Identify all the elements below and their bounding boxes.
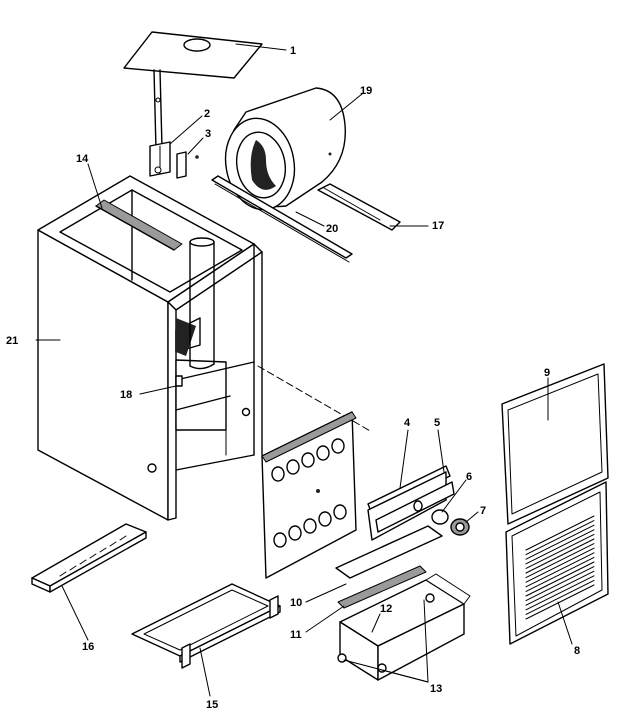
callout-15: 15 xyxy=(206,699,218,711)
grille-louvers xyxy=(525,515,595,620)
burner-panel xyxy=(261,411,357,579)
callout-labels: 1 2 3 14 19 20 17 21 18 4 5 6 7 9 8 10 1… xyxy=(6,45,580,711)
grille-louver xyxy=(525,579,595,615)
callout-21: 21 xyxy=(6,335,18,347)
part-20-slide-rail xyxy=(211,175,353,263)
part-8-grille xyxy=(505,481,609,645)
callout-14: 14 xyxy=(76,153,89,165)
part-21-cabinet xyxy=(37,175,263,521)
callout-3: 3 xyxy=(205,128,211,140)
callout-6: 6 xyxy=(466,471,472,483)
assembly-line xyxy=(257,365,373,433)
callout-16: 16 xyxy=(82,641,94,653)
grille-louver xyxy=(525,556,595,592)
part-15-base-pan xyxy=(131,583,281,669)
part-4-5-exchanger-plates xyxy=(367,465,455,541)
grille-louver xyxy=(525,538,595,574)
tray-slots xyxy=(59,535,127,577)
part-19-blower-housing xyxy=(224,87,347,211)
part-14-top-rail xyxy=(95,199,183,251)
flue-pipe xyxy=(189,237,215,370)
part-3-switch xyxy=(176,151,199,179)
grille-louver xyxy=(525,543,595,579)
callout-10: 10 xyxy=(290,597,302,609)
part-12-13-burner-box xyxy=(337,573,471,681)
part-1-top-plate xyxy=(123,31,263,151)
callout-9: 9 xyxy=(544,367,550,379)
callout-20: 20 xyxy=(326,223,338,235)
callout-18: 18 xyxy=(120,389,132,401)
part-11-strip xyxy=(337,565,427,609)
grille-louver xyxy=(525,584,595,620)
part-16-tray xyxy=(31,523,147,593)
callout-5: 5 xyxy=(434,417,440,429)
callout-19: 19 xyxy=(360,85,372,97)
callout-2: 2 xyxy=(204,108,210,120)
callout-8: 8 xyxy=(574,645,580,657)
callout-4: 4 xyxy=(404,417,411,429)
part-17-bracket-arm xyxy=(317,183,401,231)
panel-hole-row xyxy=(271,438,347,548)
grille-louver xyxy=(525,561,595,597)
part-2-bracket xyxy=(149,141,171,177)
grille-louver xyxy=(525,566,595,602)
grille-louver xyxy=(525,533,595,569)
part-9-filter-panel xyxy=(501,363,609,525)
callout-7: 7 xyxy=(480,505,486,517)
callout-13: 13 xyxy=(430,683,442,695)
grille-louver xyxy=(525,547,595,583)
leader-lines xyxy=(35,43,573,697)
grille-louver xyxy=(525,515,595,551)
part-10-plate xyxy=(335,525,443,579)
grille-louver xyxy=(525,570,595,606)
callout-17: 17 xyxy=(432,220,444,232)
callout-11: 11 xyxy=(290,629,302,641)
grille-louver xyxy=(525,529,595,565)
part-7-fitting xyxy=(450,518,470,536)
grille-louver xyxy=(525,520,595,556)
callout-1: 1 xyxy=(290,45,296,57)
grille-louver xyxy=(525,575,595,611)
grille-louver xyxy=(525,524,595,560)
grille-louver xyxy=(525,552,595,588)
part-6-ring xyxy=(431,509,449,525)
callout-12: 12 xyxy=(380,603,392,615)
